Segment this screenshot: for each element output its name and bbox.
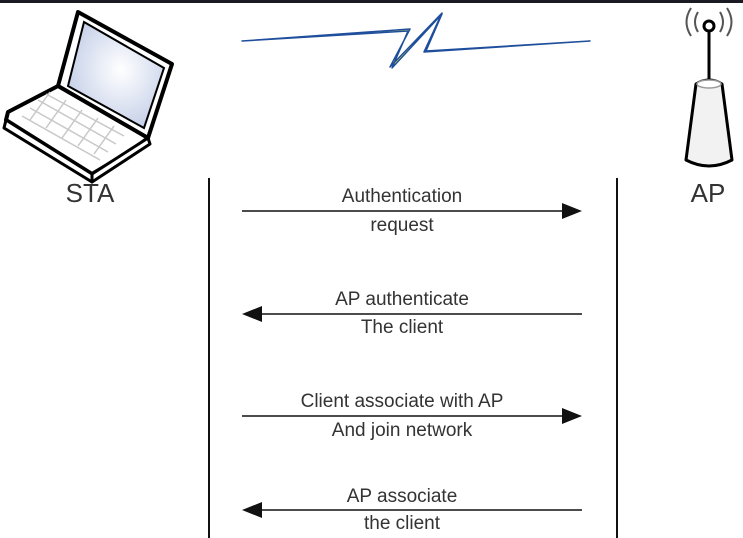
message-3-line-2: And join network <box>331 420 473 441</box>
arrow-head <box>562 408 582 424</box>
arrow-head <box>242 502 262 518</box>
message-3-line-1: Client associate with AP <box>300 391 504 412</box>
message-2-line-2: The client <box>360 317 444 338</box>
arrow-head <box>242 306 262 322</box>
top-border <box>0 0 743 3</box>
message-arrow-2 <box>242 306 582 322</box>
access-point-icon <box>684 7 734 168</box>
message-arrow-1 <box>242 203 582 219</box>
message-1-line-2: request <box>370 215 434 236</box>
lightning-bolt-icon <box>241 12 591 69</box>
sta-lifeline <box>208 178 210 538</box>
message-4-line-2: the client <box>363 513 441 534</box>
message-arrow-3 <box>242 408 582 424</box>
message-arrow-4 <box>242 502 582 518</box>
message-1-line-1: Authentication <box>341 186 463 207</box>
laptop-icon <box>2 10 174 184</box>
ap-label: AP <box>690 178 726 208</box>
ap-lifeline <box>616 178 618 538</box>
sta-label: STA <box>65 178 115 208</box>
message-4-line-1: AP associate <box>346 486 458 507</box>
arrow-head <box>562 203 582 219</box>
message-2-line-1: AP authenticate <box>335 289 469 310</box>
